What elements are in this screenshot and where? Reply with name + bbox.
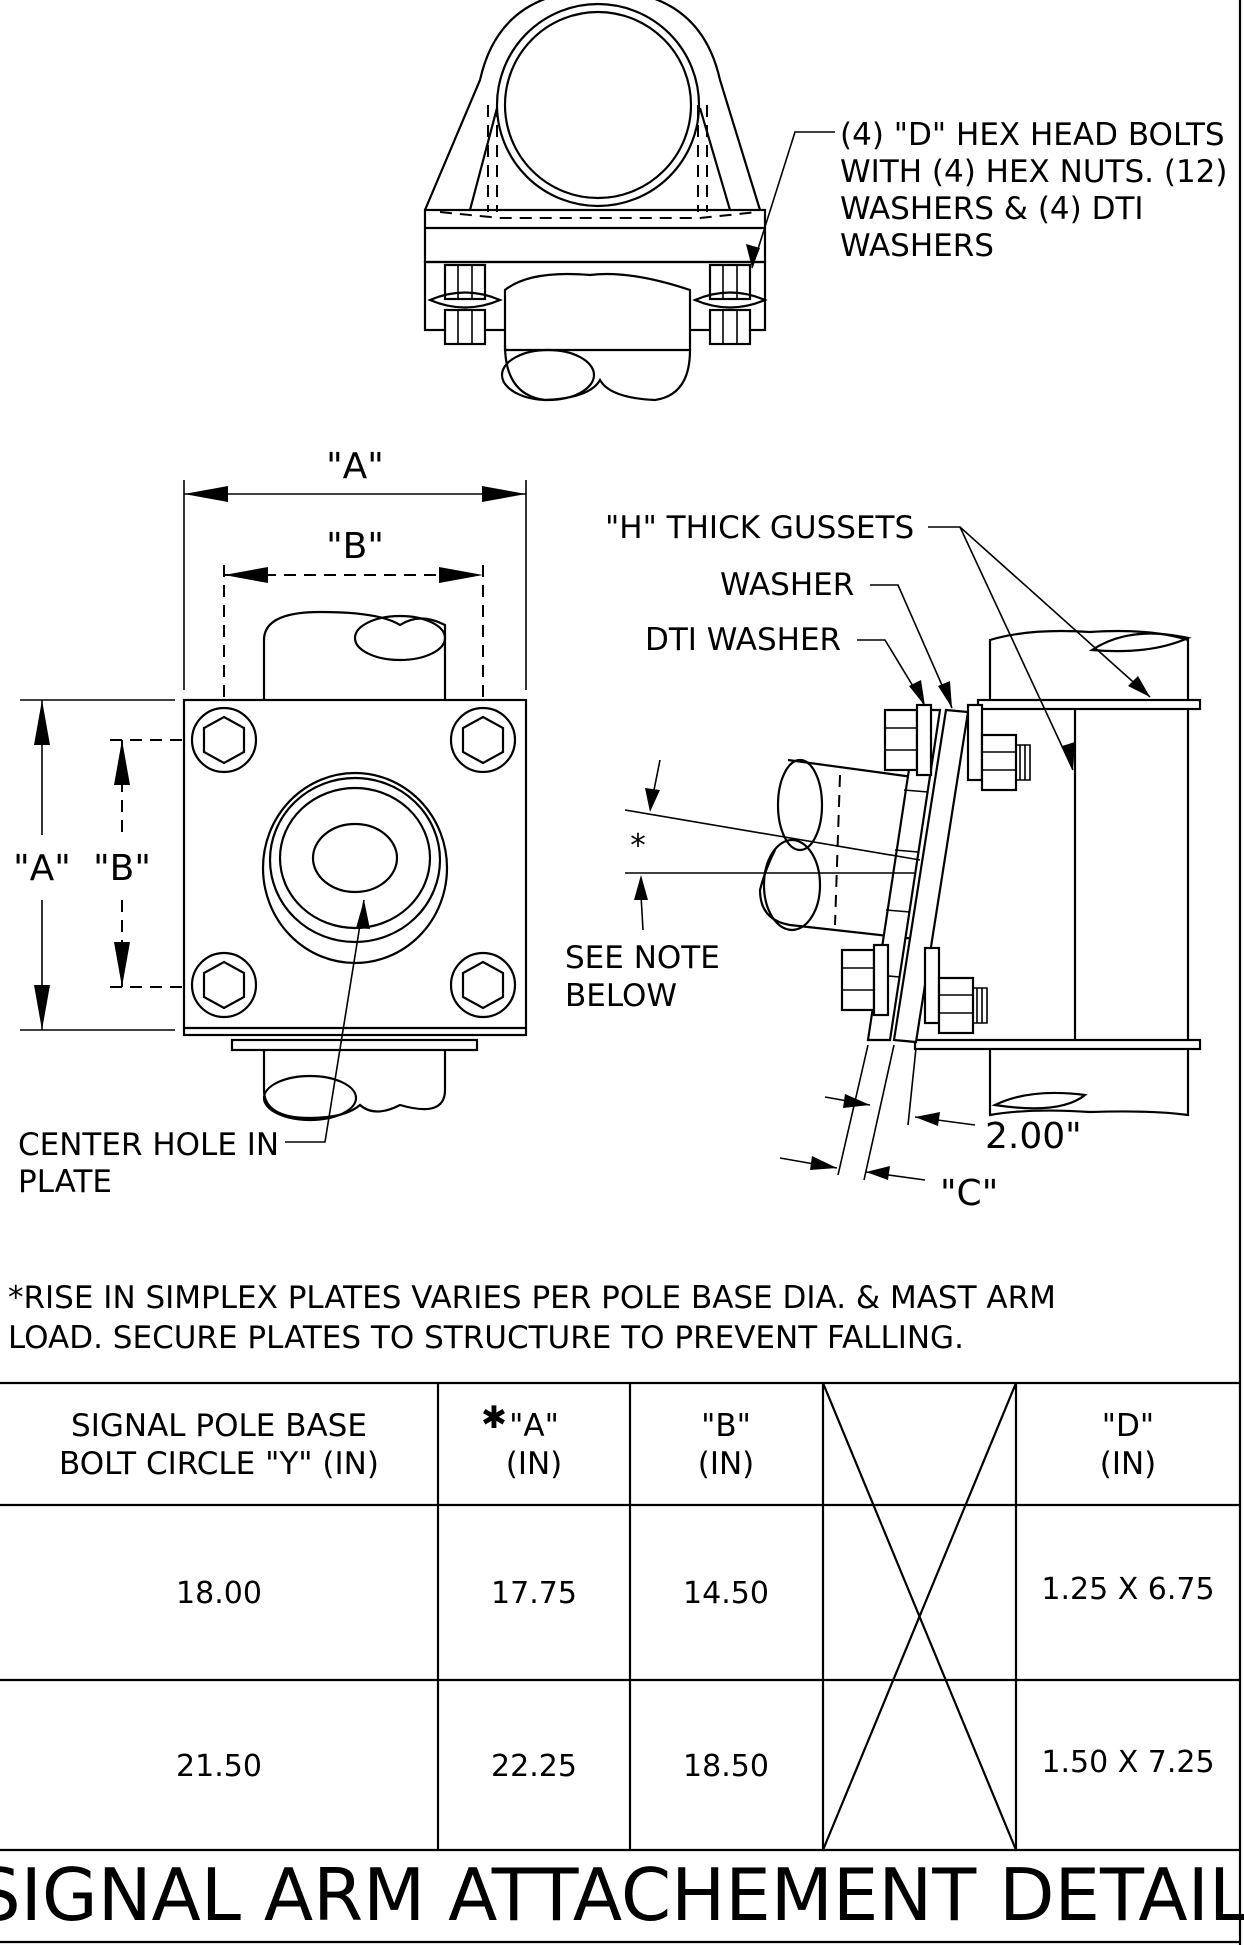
dimension-table xyxy=(0,1381,1240,1944)
see-note-callout: SEE NOTE BELOW xyxy=(565,940,720,1014)
side-bolt-top xyxy=(883,703,1031,792)
dim-a-vertical: "A" xyxy=(13,848,71,889)
dim-b-vertical: "B" xyxy=(93,848,151,889)
svg-text:(IN): (IN) xyxy=(506,1446,563,1482)
svg-text:18.00: 18.00 xyxy=(176,1576,262,1611)
table-header-a: ✱ "A" (IN) xyxy=(481,1400,562,1482)
svg-text:WASHERS & (4) DTI: WASHERS & (4) DTI xyxy=(840,191,1144,227)
svg-text:LOAD. SECURE PLATES TO STRUCTU: LOAD. SECURE PLATES TO STRUCTURE TO PREV… xyxy=(8,1320,964,1356)
svg-text:22.25: 22.25 xyxy=(491,1749,577,1784)
svg-text:1.25 X 6.75: 1.25 X 6.75 xyxy=(1041,1572,1214,1607)
plate-bolt-bl xyxy=(190,951,258,1019)
plate-bolt-br xyxy=(449,951,517,1019)
svg-text:(4) "D" HEX HEAD BOLTS: (4) "D" HEX HEAD BOLTS xyxy=(840,117,1225,153)
bolts-callout: (4) "D" HEX HEAD BOLTS WITH (4) HEX NUTS… xyxy=(840,117,1228,264)
svg-text:"D": "D" xyxy=(1102,1408,1154,1444)
gussets-callout: "H" THICK GUSSETS xyxy=(605,510,914,546)
svg-text:(IN): (IN) xyxy=(698,1446,755,1482)
svg-text:*RISE IN SIMPLEX PLATES VARIES: *RISE IN SIMPLEX PLATES VARIES PER POLE … xyxy=(8,1280,1056,1316)
table-header-d: "D" (IN) xyxy=(1100,1408,1157,1482)
svg-text:"B": "B" xyxy=(701,1408,751,1444)
plate-bolt-tr xyxy=(449,706,517,774)
table-row: 21.50 22.25 18.50 1.50 X 7.25 xyxy=(176,1745,1215,1784)
table-row: 18.00 17.75 14.50 1.25 X 6.75 xyxy=(176,1572,1215,1611)
svg-text:BELOW: BELOW xyxy=(565,978,677,1014)
center-hole-callout: CENTER HOLE IN PLATE xyxy=(18,1127,279,1200)
front-view-plate xyxy=(20,480,528,1143)
table-header-b: "B" (IN) xyxy=(698,1408,755,1482)
asterisk-mark: ✱ xyxy=(481,1400,507,1436)
table-header-y: SIGNAL POLE BASE BOLT CIRCLE "Y" (IN) xyxy=(59,1408,379,1482)
side-bolt-bottom xyxy=(840,943,988,1035)
svg-text:1.50 X 7.25: 1.50 X 7.25 xyxy=(1041,1745,1214,1780)
svg-text:18.50: 18.50 xyxy=(683,1749,769,1784)
dim-c: "C" xyxy=(940,1173,998,1214)
svg-text:SEE NOTE: SEE NOTE xyxy=(565,940,720,976)
svg-text:21.50: 21.50 xyxy=(176,1749,262,1784)
svg-text:CENTER HOLE IN: CENTER HOLE IN xyxy=(18,1127,279,1163)
svg-text:BOLT CIRCLE "Y" (IN): BOLT CIRCLE "Y" (IN) xyxy=(59,1446,379,1482)
dim-b-horizontal: "B" xyxy=(326,526,384,567)
dim-a-horizontal: "A" xyxy=(326,446,384,487)
svg-text:SIGNAL POLE BASE: SIGNAL POLE BASE xyxy=(71,1408,367,1444)
top-view-clamp xyxy=(423,0,835,402)
svg-text:WITH (4) HEX NUTS. (12): WITH (4) HEX NUTS. (12) xyxy=(840,154,1228,190)
plate-bolt-tl xyxy=(190,706,258,774)
dti-washer-callout: DTI WASHER xyxy=(645,622,841,658)
svg-text:14.50: 14.50 xyxy=(683,1576,769,1611)
svg-text:17.75: 17.75 xyxy=(491,1576,577,1611)
washer-callout: WASHER xyxy=(720,567,854,603)
rise-note: *RISE IN SIMPLEX PLATES VARIES PER POLE … xyxy=(8,1280,1056,1356)
svg-text:WASHERS: WASHERS xyxy=(840,228,994,264)
drawing-title: SIGNAL ARM ATTACHEMENT DETAIL xyxy=(0,1853,1244,1937)
rise-asterisk: * xyxy=(630,828,646,864)
top-bolt-left xyxy=(427,263,503,346)
side-view-assembly xyxy=(624,526,1202,1181)
dim-2-00: 2.00" xyxy=(985,1116,1082,1157)
svg-text:"A": "A" xyxy=(509,1408,559,1444)
svg-text:PLATE: PLATE xyxy=(18,1164,112,1200)
svg-text:(IN): (IN) xyxy=(1100,1446,1157,1482)
top-bolt-right xyxy=(692,263,768,346)
